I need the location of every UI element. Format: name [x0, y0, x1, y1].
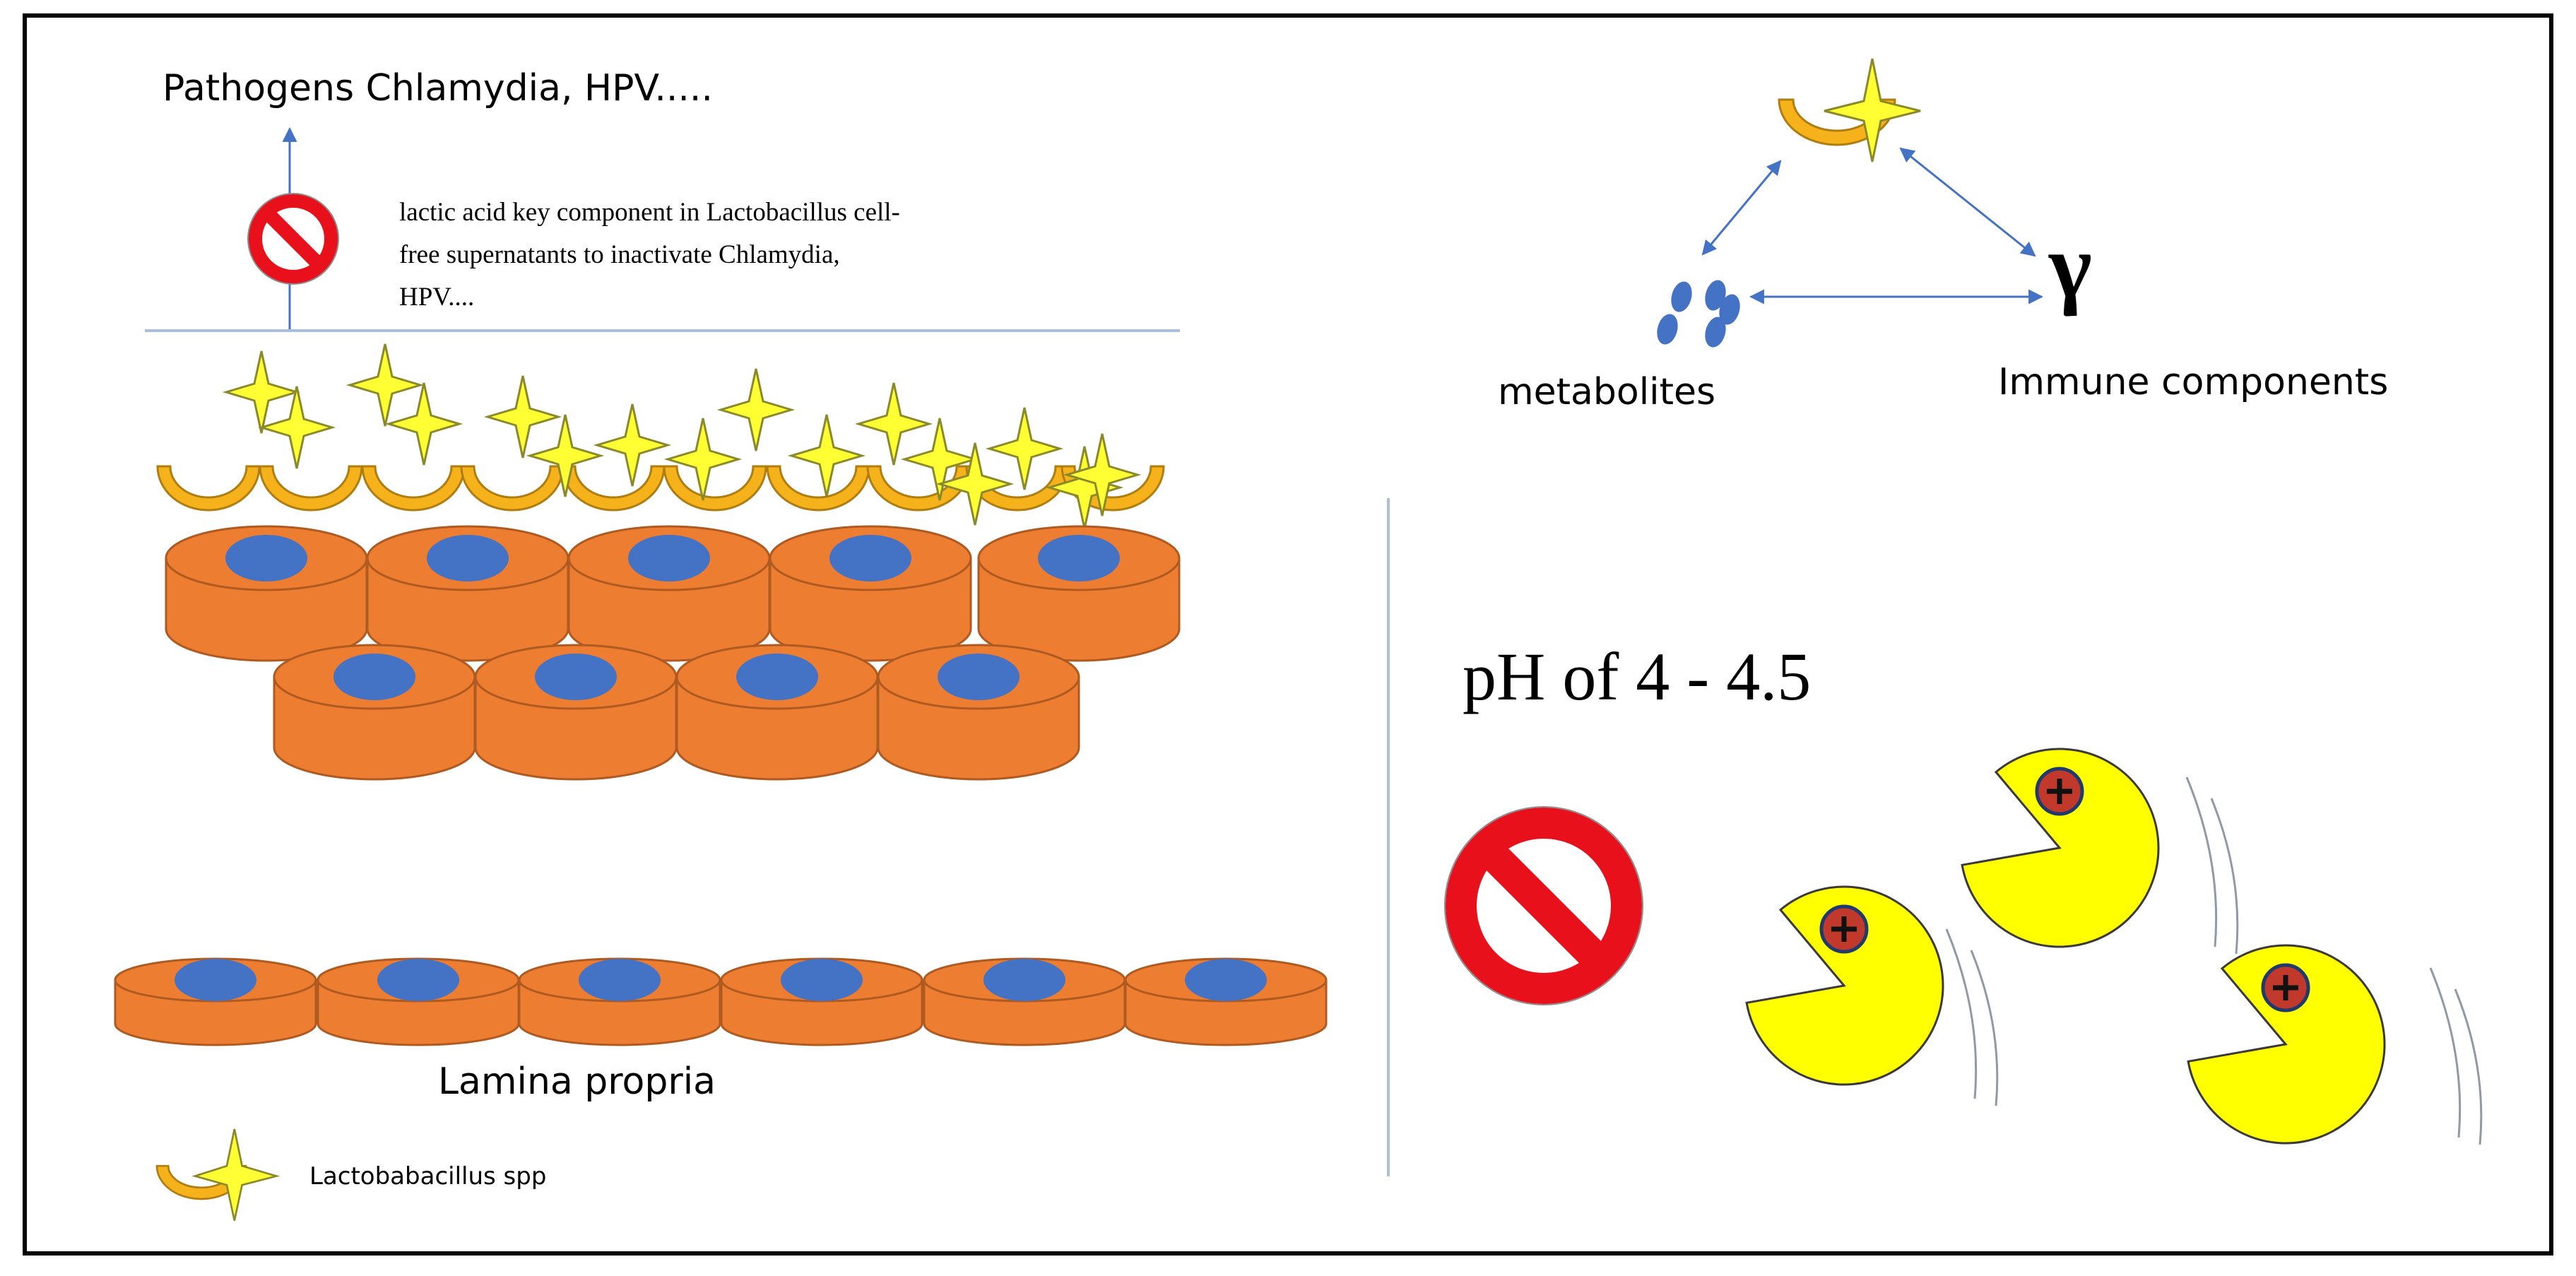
plus-charge-icon	[1819, 904, 1869, 954]
pathogen-pacman	[1745, 885, 1944, 1086]
legend-lactobacillus-icon	[155, 1128, 280, 1221]
epithelial-cell	[165, 525, 368, 662]
nucleus	[377, 959, 459, 1001]
metabolites-dots-icon	[1657, 280, 1740, 348]
epithelial-cell	[366, 525, 569, 662]
lactic-acid-line-1: lactic acid key component in Lactobacill…	[399, 198, 900, 227]
pathogen-pacman	[2187, 944, 2386, 1145]
nucleus	[225, 535, 307, 581]
lactobacillus-star	[985, 407, 1064, 490]
lamina-propria-label: Lamina propria	[438, 1061, 716, 1103]
lactobacillus-star	[345, 343, 425, 427]
lactobacillus-star	[526, 414, 605, 497]
nucleus	[983, 959, 1065, 1001]
lamina-propria-layer	[114, 957, 1328, 1046]
nucleus	[333, 654, 415, 700]
bacteria-row	[156, 343, 1165, 529]
motion-lines	[1945, 928, 1999, 1106]
plus-charge-icon	[2035, 767, 2084, 816]
lactobacillus-star	[716, 368, 796, 451]
epithelial-cell	[1124, 957, 1328, 1046]
lactobacillus-star	[384, 382, 463, 466]
nucleus	[579, 959, 661, 1001]
motion-lines	[2429, 967, 2483, 1145]
triangle-lactobacillus-icon	[1778, 58, 1921, 163]
ph-label: pH of 4 - 4.5	[1463, 639, 1811, 714]
lactobacillus-star	[1063, 433, 1142, 516]
epithelial-cell	[720, 957, 923, 1046]
nucleus	[427, 535, 509, 581]
lactobacillus-star	[593, 403, 672, 487]
left-panel: Pathogens Chlamydia, HPV..... lactic aci…	[114, 67, 1328, 1221]
lactic-acid-note: lactic acid key component in Lactobacill…	[399, 198, 906, 312]
lactobacillus-star	[900, 418, 979, 501]
epithelial-layer-upper	[165, 525, 1181, 662]
right-top-panel: γ metabolites Immune components	[1498, 58, 2388, 413]
lactobacillus-star	[222, 350, 301, 434]
nucleus	[535, 654, 617, 700]
large-no-symbol-icon	[1444, 806, 1643, 1005]
nucleus	[1038, 535, 1120, 581]
metabolites-label: metabolites	[1498, 371, 1715, 413]
nucleus	[1185, 959, 1267, 1001]
lactobacillus-star	[935, 442, 1015, 526]
right-bottom-panel: pH of 4 - 4.5	[1444, 639, 2483, 1145]
epithelial-cell	[518, 957, 721, 1046]
epithelial-cell	[567, 525, 771, 662]
lactic-acid-line-2: free supernatants to inactivate Chlamydi…	[399, 240, 840, 269]
nucleus	[736, 654, 818, 700]
pathogen-pacman-group	[1745, 748, 2483, 1145]
nucleus	[829, 535, 911, 581]
lactobacillus-star	[854, 382, 933, 466]
lactobacillus-star	[257, 386, 336, 469]
lactobacillus-star	[483, 375, 562, 459]
epithelial-cell	[675, 644, 879, 781]
epithelial-layer-middle	[273, 644, 1080, 781]
arrow-lacto-immune	[1899, 147, 2036, 257]
immune-components-label: Immune components	[1998, 361, 2388, 403]
epithelial-cell	[877, 644, 1080, 781]
lactobacillus-star	[787, 414, 866, 497]
epithelial-cell	[769, 525, 972, 662]
epithelial-cell	[977, 525, 1181, 662]
arrow-lacto-metabolites	[1701, 160, 1782, 256]
lactobacillus-star	[663, 418, 743, 501]
pathogen-pacman	[1961, 748, 2160, 948]
lactobacillus-crescent	[663, 465, 767, 512]
lactic-acid-line-3: HPV....	[399, 283, 474, 312]
no-symbol-icon	[247, 193, 339, 285]
nucleus	[175, 959, 256, 1001]
nucleus	[938, 654, 1020, 700]
epithelial-cell	[317, 957, 520, 1046]
epithelial-cell	[114, 957, 317, 1046]
epithelial-cell	[923, 957, 1126, 1046]
plus-charge-icon	[2261, 963, 2310, 1012]
nucleus	[781, 959, 863, 1001]
pathogens-label: Pathogens Chlamydia, HPV.....	[163, 67, 713, 110]
legend-label: Lactobabacillus spp	[309, 1162, 546, 1191]
epithelial-cell	[273, 644, 476, 781]
nucleus	[628, 535, 710, 581]
motion-lines	[2185, 776, 2239, 955]
gamma-symbol: γ	[2048, 215, 2092, 317]
epithelial-cell	[474, 644, 678, 781]
